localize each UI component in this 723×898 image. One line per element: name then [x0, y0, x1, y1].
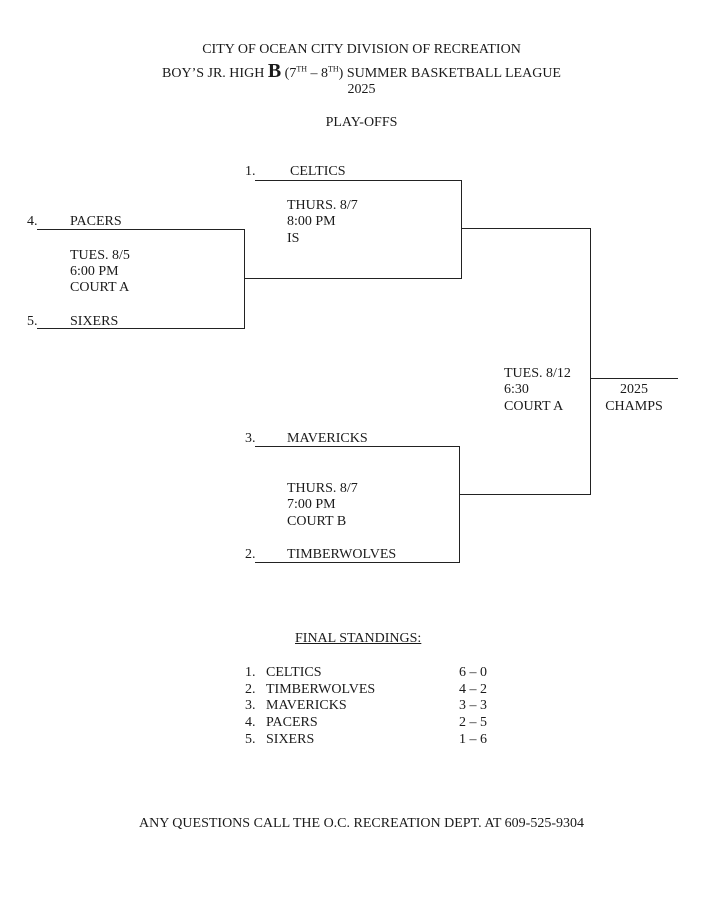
bracket-connector — [461, 180, 462, 279]
game-date: THURS. 8/7 — [287, 198, 358, 213]
seed-number: 2. — [245, 547, 256, 562]
bracket-line — [255, 180, 461, 181]
page-subtitle: PLAY-OFFS — [325, 115, 398, 130]
header-year: 2025 — [347, 82, 376, 97]
seed-number: 4. — [27, 214, 38, 229]
seed-number: 5. — [27, 314, 38, 329]
standings-record: 1 – 6 — [459, 732, 487, 747]
bracket-line — [255, 562, 459, 563]
standings-team: MAVERICKS — [266, 698, 347, 713]
game-court: COURT A — [70, 280, 130, 295]
standings-team: TIMBERWOLVES — [266, 682, 376, 697]
bracket-line — [255, 446, 459, 447]
standings-heading: FINAL STANDINGS: — [295, 631, 422, 646]
game-time: 8:00 PM — [287, 214, 336, 229]
champion-year: 2025 — [620, 382, 648, 397]
bracket-connector — [244, 229, 245, 329]
team-celtics: CELTICS — [290, 164, 346, 179]
game-date: THURS. 8/7 — [287, 481, 358, 496]
game-time: 6:00 PM — [70, 264, 119, 279]
seed-number: 1. — [245, 164, 256, 179]
standings-record: 6 – 0 — [459, 665, 487, 680]
bracket-connector — [459, 446, 460, 563]
standings-rank: 2. — [245, 682, 256, 697]
game-court: IS — [287, 231, 300, 246]
standings-rank: 5. — [245, 732, 256, 747]
bracket-line — [37, 328, 244, 329]
team-timberwolves: TIMBERWOLVES — [287, 547, 397, 562]
team-sixers: SIXERS — [70, 314, 119, 329]
footer-contact: ANY QUESTIONS CALL THE O.C. RECREATION D… — [138, 816, 584, 831]
header-line-1: CITY OF OCEAN CITY DIVISION OF RECREATIO… — [202, 42, 521, 57]
bracket-line — [461, 228, 590, 229]
game-time: 7:00 PM — [287, 497, 336, 512]
header-line-2: BOY’S JR. HIGH B (7TH – 8TH) SUMMER BASK… — [162, 60, 561, 82]
standings-team: SIXERS — [266, 732, 315, 747]
game-court: COURT B — [287, 514, 347, 529]
bracket-connector — [590, 228, 591, 495]
team-pacers: PACERS — [70, 214, 122, 229]
standings-record: 4 – 2 — [459, 682, 487, 697]
standings-record: 2 – 5 — [459, 715, 487, 730]
champion-line — [590, 378, 678, 379]
standings-record: 3 – 3 — [459, 698, 487, 713]
team-mavericks: MAVERICKS — [287, 431, 368, 446]
seed-number: 3. — [245, 431, 256, 446]
game-time: 6:30 — [504, 382, 529, 397]
standings-team: PACERS — [266, 715, 318, 730]
division-letter: B — [267, 60, 282, 82]
game-court: COURT A — [504, 399, 564, 414]
game-date: TUES. 8/12 — [504, 366, 571, 381]
standings-rank: 3. — [245, 698, 256, 713]
standings-rank: 1. — [245, 665, 256, 680]
standings-rank: 4. — [245, 715, 256, 730]
game-date: TUES. 8/5 — [70, 248, 130, 263]
standings-team: CELTICS — [266, 665, 322, 680]
champion-label: CHAMPS — [605, 399, 663, 414]
bracket-line — [459, 494, 590, 495]
bracket-line — [37, 229, 244, 230]
bracket-line — [244, 278, 461, 279]
